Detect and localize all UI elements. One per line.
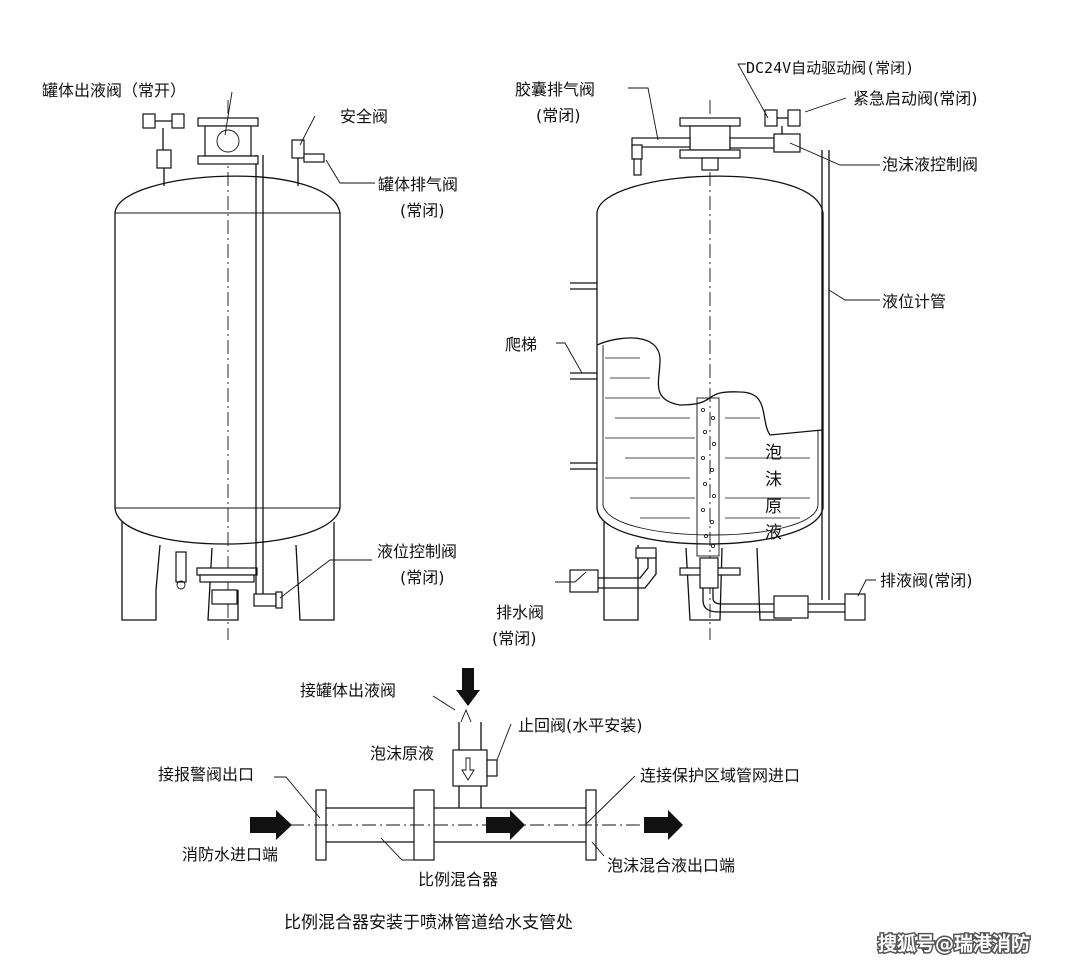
ladder-label: 爬梯 <box>505 335 537 354</box>
foam-char-3: 原 <box>765 497 782 517</box>
level-gauge-pipe-label: 液位计管 <box>882 292 946 311</box>
drain-valve-state: (常闭) <box>492 629 537 648</box>
foam-char-4: 液 <box>765 523 782 543</box>
down-arrow <box>456 668 480 706</box>
proportioner-diagram <box>250 668 683 861</box>
perforation-dots <box>701 407 717 549</box>
caption: 比例混合器安装于喷淋管道给水支管处 <box>284 913 573 933</box>
bladder-vent-valve-label: 胶囊排气阀 <box>515 80 595 99</box>
alarm-valve-outlet-label: 接报警阀出口 <box>158 765 254 784</box>
level-control-valve-label: 液位控制阀 <box>377 542 457 561</box>
connect-tank-outlet-label: 接罐体出液阀 <box>300 681 396 700</box>
tank-outlet-valve-label: 罐体出液阀（常开） <box>42 81 186 100</box>
right-tank <box>569 100 866 640</box>
proportioner-label: 比例混合器 <box>418 870 498 889</box>
inlet-arrow <box>250 810 292 840</box>
dc24v-valve-label: DC24V自动驱动阀(常闭) <box>746 59 914 77</box>
level-control-valve-state: (常闭) <box>400 568 445 587</box>
foam-char-1: 泡 <box>765 443 782 463</box>
safety-valve-label: 安全阀 <box>340 107 388 126</box>
foam-concentrate-label: 泡沫原液 <box>370 744 434 763</box>
protected-area-inlet-label: 连接保护区域管网进口 <box>640 766 800 785</box>
foam-char-2: 沫 <box>765 470 782 490</box>
emergency-valve-label: 紧急启动阀(常闭) <box>853 89 978 108</box>
check-valve-label: 止回阀(水平安装) <box>518 716 643 735</box>
tank-vent-valve-state: (常闭) <box>400 201 445 220</box>
foam-mix-outlet-label: 泡沫混合液出口端 <box>607 856 735 875</box>
leader-lines <box>224 63 880 861</box>
bladder-vent-valve-state: (常闭) <box>536 106 581 125</box>
discharge-valve-label: 排液阀(常闭) <box>880 571 973 590</box>
watermark: 搜狐号@瑞港消防 <box>878 932 1030 955</box>
foam-control-valve-label: 泡沫液控制阀 <box>882 155 978 174</box>
foam-level-marks <box>605 357 810 519</box>
outlet-arrow <box>644 810 683 840</box>
tank-vent-valve-label: 罐体排气阀 <box>378 175 458 194</box>
mix-arrow <box>486 810 525 840</box>
left-tank <box>114 100 341 640</box>
drain-valve-label: 排水阀 <box>496 603 544 622</box>
fire-water-inlet-label: 消防水进口端 <box>182 845 278 864</box>
